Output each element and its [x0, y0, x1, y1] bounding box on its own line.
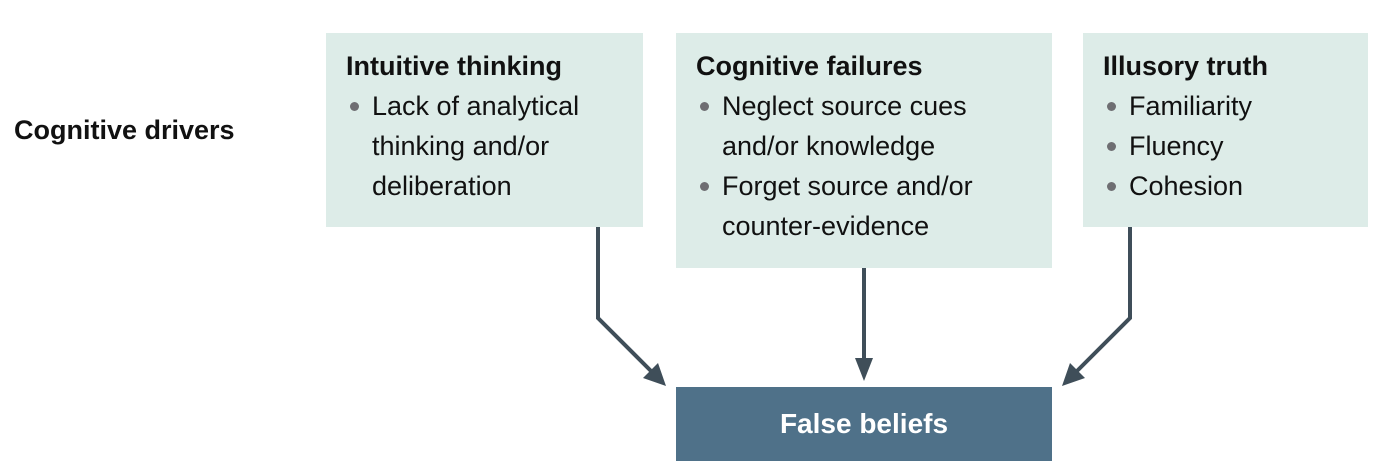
driver-box-cognitive-failures: Cognitive failures Neglect source cues a…: [676, 33, 1052, 268]
driver-title: Cognitive failures: [696, 51, 923, 81]
driver-item-text: Neglect source cues and/or knowledge: [722, 91, 967, 161]
driver-item-text: Familiarity: [1129, 91, 1253, 121]
driver-item-text: Forget source and/or counter-evidence: [722, 171, 973, 241]
bullet-icon: [700, 182, 709, 191]
driver-item-text: Cohesion: [1129, 171, 1244, 201]
driver-item: Cohesion: [1103, 166, 1368, 206]
driver-title: Intuitive thinking: [346, 51, 562, 81]
arrowhead-icon: [643, 363, 666, 386]
arrow-illusory-to-false-beliefs: [1072, 227, 1132, 376]
driver-item: Fluency: [1103, 126, 1368, 166]
bullet-icon: [350, 102, 359, 111]
bullet-icon: [700, 102, 709, 111]
outcome-box-false-beliefs: False beliefs: [676, 387, 1052, 461]
driver-item: Neglect source cues and/or knowledge: [696, 86, 1052, 166]
arrow-intuitive-to-false-beliefs: [596, 227, 656, 376]
row-label-cognitive-drivers: Cognitive drivers: [14, 115, 235, 145]
bullet-icon: [1107, 142, 1116, 151]
driver-box-intuitive-thinking: Intuitive thinking Lack of analytical th…: [326, 33, 643, 227]
bullet-icon: [1107, 102, 1116, 111]
driver-item-text: Lack of analytical thinking and/or delib…: [372, 91, 580, 201]
driver-item: Forget source and/or counter-evidence: [696, 166, 1052, 246]
arrowhead-icon: [855, 358, 873, 381]
driver-item: Lack of analytical thinking and/or delib…: [346, 86, 643, 206]
bullet-icon: [1107, 182, 1116, 191]
driver-item: Familiarity: [1103, 86, 1368, 126]
arrowhead-icon: [1062, 363, 1085, 386]
driver-title: Illusory truth: [1103, 51, 1269, 81]
driver-item-text: Fluency: [1129, 131, 1224, 161]
driver-box-illusory-truth: Illusory truth Familiarity Fluency Cohes…: [1083, 33, 1368, 227]
